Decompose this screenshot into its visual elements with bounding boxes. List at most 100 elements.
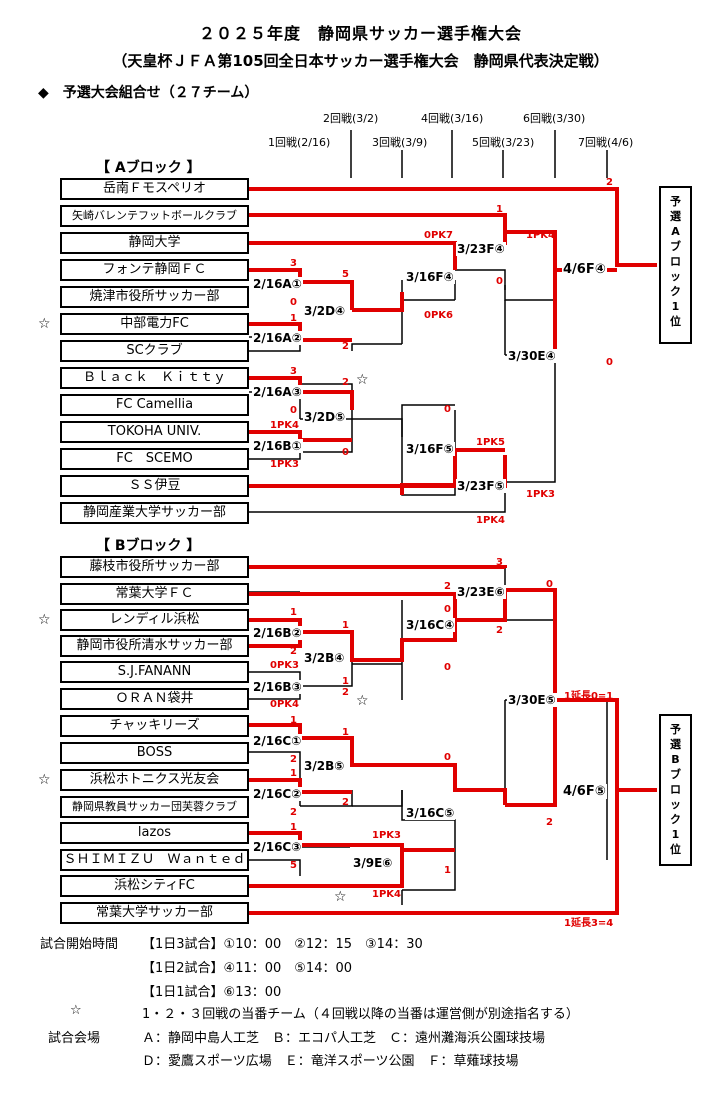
score: 0PK6 bbox=[424, 310, 453, 321]
match-label: 3/9E⑥ bbox=[352, 856, 394, 870]
score: 1延長3=4 bbox=[564, 918, 614, 929]
time-schedule-2: 【1日2試合】④11：00 ⑤14：00 bbox=[142, 961, 353, 976]
time-schedule-1: 【1日3試合】①10：00 ②12：15 ③14：30 bbox=[142, 937, 423, 952]
venue-list-2: Ｄ：愛鷹スポーツ広場 Ｅ：竜洋スポーツ公園 Ｆ：草薙球技場 bbox=[142, 1054, 519, 1069]
score: 0 bbox=[546, 579, 553, 590]
score: 0 bbox=[444, 752, 451, 763]
match-label: 2/16B③ bbox=[252, 680, 303, 694]
match-label: 2/16A① bbox=[252, 277, 303, 291]
duty-star: ☆ bbox=[356, 693, 369, 709]
match-label: 3/30E⑤ bbox=[507, 693, 557, 707]
round-1-header: 1回戦(2/16) bbox=[268, 136, 331, 149]
score: 1 bbox=[496, 204, 503, 215]
score: 1 bbox=[290, 313, 297, 324]
match-label: 3/2D⑤ bbox=[303, 410, 347, 424]
duty-star: ☆ bbox=[356, 372, 369, 388]
match-label: 3/23F④ bbox=[456, 242, 506, 256]
score: 1 bbox=[342, 676, 349, 687]
score: 2 bbox=[290, 646, 297, 657]
venue-label: 試合会場 bbox=[48, 1031, 101, 1046]
score: 2 bbox=[342, 341, 349, 352]
duty-star: ☆ bbox=[38, 316, 51, 332]
team-a-10: TOKOHA UNIV. bbox=[60, 421, 249, 443]
score: 3 bbox=[290, 258, 297, 269]
team-a-7: SCクラブ bbox=[60, 340, 249, 362]
score: 2 bbox=[342, 797, 349, 808]
match-label: 3/2B④ bbox=[303, 651, 346, 665]
block-a-label: 【 Aブロック 】 bbox=[96, 160, 201, 176]
match-label: 3/2B⑤ bbox=[303, 759, 346, 773]
team-a-4: フォンテ静岡ＦＣ bbox=[60, 259, 249, 281]
team-b-7: チャッキリーズ bbox=[60, 715, 249, 737]
match-label: 3/23E⑥ bbox=[456, 585, 506, 599]
team-a-13: 静岡産業大学サッカー部 bbox=[60, 502, 249, 524]
match-label: 3/16F④ bbox=[405, 270, 455, 284]
team-b-10: 静岡県教員サッカー団芙蓉クラブ bbox=[60, 796, 249, 818]
match-label: 3/16C⑤ bbox=[405, 806, 456, 820]
score: 0 bbox=[290, 405, 297, 416]
score: 1 bbox=[444, 865, 451, 876]
team-b-4: 静岡市役所清水サッカー部 bbox=[60, 635, 249, 657]
duty-star: ☆ bbox=[38, 612, 51, 628]
score: 1PK4 bbox=[476, 515, 505, 526]
score: 0 bbox=[444, 662, 451, 673]
page-subtitle: （天皇杯ＪＦＡ第105回全日本サッカー選手権大会 静岡県代表決定戦） bbox=[112, 52, 609, 70]
score: 1PK4 bbox=[372, 889, 401, 900]
round-5-header: 5回戦(3/23) bbox=[472, 136, 535, 149]
page-title: ２０２５年度 静岡県サッカー選手権大会 bbox=[198, 24, 522, 43]
time-schedule-3: 【1日1試合】⑥13：00 bbox=[142, 985, 282, 1000]
match-label: 2/16A② bbox=[252, 331, 303, 345]
team-b-8: BOSS bbox=[60, 742, 249, 764]
team-b-6: ＯＲＡＮ袋井 bbox=[60, 688, 249, 710]
star-legend: ☆ bbox=[70, 1003, 82, 1018]
block-b-label: 【 Bブロック 】 bbox=[96, 538, 201, 554]
score: 1 bbox=[290, 822, 297, 833]
score: 1 bbox=[290, 715, 297, 726]
team-a-11: FC SCEMO bbox=[60, 448, 249, 470]
star-note: 1・２・３回戦の当番チーム（４回戦以降の当番は運営側が別途指名する） bbox=[142, 1007, 579, 1022]
score: 5 bbox=[342, 269, 349, 280]
team-b-13: 浜松シティFC bbox=[60, 875, 249, 897]
team-b-11: lazos bbox=[60, 822, 249, 844]
score: 1 bbox=[342, 727, 349, 738]
match-label: 2/16C② bbox=[252, 787, 303, 801]
score: 2 bbox=[606, 177, 613, 188]
round-4-header: 4回戦(3/16) bbox=[421, 112, 484, 125]
team-a-8: Ｂｌａｃｋ Ｋｉｔｔｙ bbox=[60, 367, 249, 389]
score: 2 bbox=[342, 687, 349, 698]
score: 0 bbox=[606, 357, 613, 368]
round-6-header: 6回戦(3/30) bbox=[523, 112, 586, 125]
team-b-3: レンディル浜松 bbox=[60, 609, 249, 631]
team-a-6: 中部電力FC bbox=[60, 313, 249, 335]
score: 1 bbox=[290, 607, 297, 618]
score: 1PK4 bbox=[526, 230, 555, 241]
match-label: 3/2D④ bbox=[303, 304, 347, 318]
match-label: 2/16B① bbox=[252, 439, 303, 453]
time-label: 試合開始時間 bbox=[40, 937, 119, 952]
score: 1 bbox=[342, 620, 349, 631]
round-7-header: 7回戦(4/6) bbox=[578, 136, 634, 149]
score: 5 bbox=[290, 860, 297, 871]
match-label: 4/6F④ bbox=[562, 262, 607, 277]
duty-star: ☆ bbox=[38, 772, 51, 788]
score: 2 bbox=[496, 625, 503, 636]
team-a-2: 矢崎バレンテフットボールクラブ bbox=[60, 205, 249, 227]
score: 1PK3 bbox=[372, 830, 401, 841]
score: 0PK3 bbox=[270, 660, 299, 671]
score: 1PK5 bbox=[476, 437, 505, 448]
match-label: 2/16A③ bbox=[252, 385, 303, 399]
duty-star: ☆ bbox=[334, 889, 347, 905]
match-label: 3/23F⑤ bbox=[456, 479, 506, 493]
score: 0 bbox=[290, 297, 297, 308]
team-a-12: ＳＳ伊豆 bbox=[60, 475, 249, 497]
match-label: 2/16B② bbox=[252, 626, 303, 640]
team-a-1: 岳南Ｆモスペリオ bbox=[60, 178, 249, 200]
round-3-header: 3回戦(3/9) bbox=[372, 136, 428, 149]
match-label: 4/6F⑤ bbox=[562, 784, 607, 799]
team-a-3: 静岡大学 bbox=[60, 232, 249, 254]
match-label: 2/16C③ bbox=[252, 840, 303, 854]
score: 0PK4 bbox=[270, 699, 299, 710]
